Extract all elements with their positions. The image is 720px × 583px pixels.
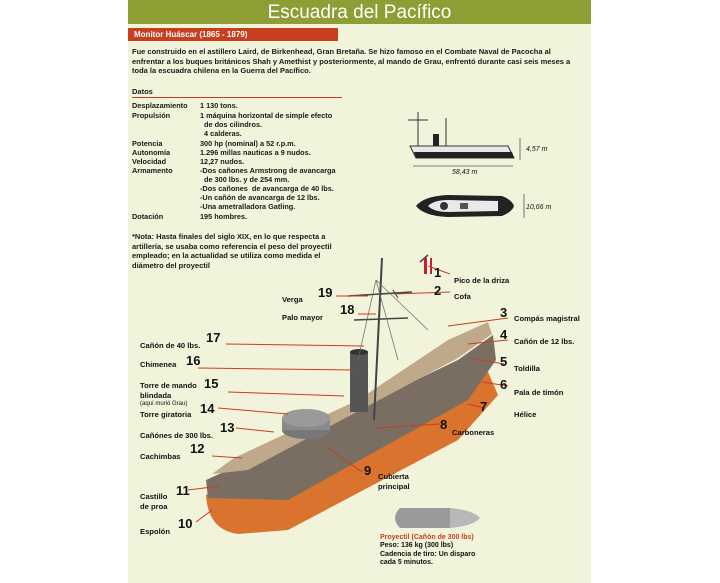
datos-value: -Dos cañones Armstrong de avancarga — [200, 166, 336, 175]
datos-heading: Datos — [132, 87, 153, 96]
datos-divider — [132, 97, 342, 98]
part-label: Castillo de proa — [140, 492, 168, 511]
datos-value: 195 hombres. — [200, 212, 248, 221]
datos-value: 1.296 millas nauticas a 9 nudos. — [200, 148, 311, 157]
part-number: 15 — [204, 376, 219, 391]
height-dimension: 4,57 m — [526, 146, 548, 153]
part-number: 9 — [364, 463, 372, 478]
datos-label: Propulsión — [132, 111, 171, 120]
datos-value: 1 máquina horizontal de simple efecto — [200, 111, 333, 120]
part-label: Palo mayor — [282, 313, 323, 322]
part-label: Torre de mando blindada — [140, 381, 197, 400]
part-number: 8 — [440, 417, 448, 432]
datos-value: -Una ametralladora Gatling. — [200, 202, 296, 211]
datos-value: de 300 lbs. y de 254 mm. — [200, 175, 290, 184]
datos-label: Autonomía — [132, 148, 171, 157]
datos-value: -Un cañón de avancarga de 12 lbs. — [200, 193, 320, 202]
projectile-line: Cadencia de tiro: Un disparo — [380, 550, 476, 558]
part-label: Pala de timón — [514, 388, 564, 397]
part-number: 19 — [318, 285, 333, 300]
datos-label: Potencia — [132, 139, 163, 148]
part-label: Cubierta principal — [378, 472, 410, 491]
part-number: 3 — [500, 305, 508, 320]
part-number: 5 — [500, 354, 508, 369]
ship-illustration — [187, 112, 525, 534]
grau-note: (aquí murió Grau) — [140, 401, 188, 407]
part-label: Compás magistral — [514, 314, 580, 323]
length-dimension: 58,43 m — [452, 169, 478, 176]
datos-value: 1 130 tons. — [200, 101, 238, 110]
projectile-title: Proyectil (Cañón de 300 lbs) — [380, 534, 474, 541]
beam-dimension: 10,66 m — [526, 204, 552, 211]
page-title: Escuadra del Pacífico — [128, 0, 591, 24]
part-label: Cañón de 40 lbs. — [140, 341, 201, 350]
part-number: 17 — [206, 330, 221, 345]
datos-value: 12,27 nudos. — [200, 157, 245, 166]
projectile-caption: Proyectil (Cañón de 300 lbs) Peso: 136 k… — [380, 533, 510, 568]
section-subtitle: Monitor Huáscar (1865 - 1879) — [128, 28, 338, 41]
part-number: 7 — [480, 399, 488, 414]
ship-3d-drawing — [206, 254, 498, 534]
part-number: 14 — [200, 401, 215, 416]
part-label: Chimenea — [140, 360, 177, 369]
part-label: Pico de la driza — [454, 276, 510, 285]
part-number: 13 — [220, 420, 235, 435]
intro-paragraph: Fue construido en el astillero Laird, de… — [132, 47, 571, 75]
part-number: 18 — [340, 302, 355, 317]
part-label: Toldilla — [514, 364, 541, 373]
part-number: 11 — [176, 483, 190, 498]
part-label: Hélice — [514, 410, 537, 419]
part-number: 4 — [500, 327, 508, 342]
datos-value: de dos cilindros. — [200, 120, 263, 129]
leader-lines — [187, 265, 509, 523]
part-number: 2 — [434, 283, 442, 298]
part-number: 12 — [190, 441, 205, 456]
datos-label: Dotación — [132, 212, 164, 221]
datos-label: Velocidad — [132, 157, 167, 166]
datos-value: 300 hp (nominal) a 52 r.p.m. — [200, 139, 296, 148]
projectile-line: Peso: 136 kg (300 lbs) — [380, 542, 454, 549]
part-number: 1 — [434, 265, 442, 280]
part-number: 16 — [186, 353, 201, 368]
top-view-drawing — [416, 194, 525, 218]
part-label: Cañón de 12 lbs. — [514, 337, 575, 346]
infographic-poster: Escuadra del Pacífico Monitor Huáscar (1… — [128, 0, 591, 583]
datos-value: -Dos cañones de avancarga de 40 lbs. — [200, 184, 334, 193]
part-label: Verga — [282, 295, 303, 304]
side-profile-drawing — [408, 112, 521, 167]
nota-paragraph: *Nota: Hasta finales del siglo XIX, en l… — [132, 232, 332, 270]
datos-label: Armamento — [132, 166, 173, 175]
part-number: 6 — [500, 377, 508, 392]
part-label: Cofa — [454, 292, 471, 301]
part-label: Torre giratoria — [140, 410, 192, 419]
part-label: Carboneras — [452, 428, 495, 437]
part-label: Cañónes de 300 lbs. — [140, 431, 214, 440]
part-label: Cachimbas — [140, 452, 181, 461]
projectile-line: cada 5 minutos. — [380, 559, 433, 566]
part-number: 10 — [178, 516, 193, 531]
datos-label: Desplazamiento — [132, 101, 188, 110]
part-label: Espolón — [140, 527, 170, 536]
datos-value: 4 calderas. — [200, 129, 242, 138]
